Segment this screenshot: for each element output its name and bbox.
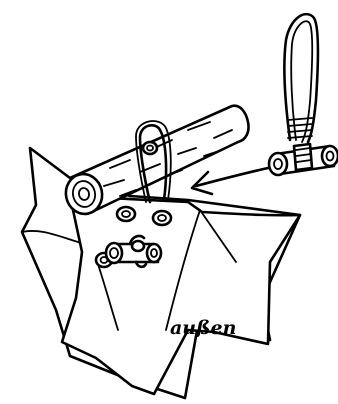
- hanging-loop-icon: [284, 14, 318, 142]
- bag-icon: [22, 148, 300, 398]
- outside-label: außen: [170, 317, 236, 339]
- grommet-top-right: [153, 211, 171, 225]
- grommet-top-left: [117, 207, 135, 221]
- loop-outer: [284, 14, 318, 142]
- arrow-icon: [192, 168, 268, 194]
- wooden-toggle-icon: [269, 144, 338, 175]
